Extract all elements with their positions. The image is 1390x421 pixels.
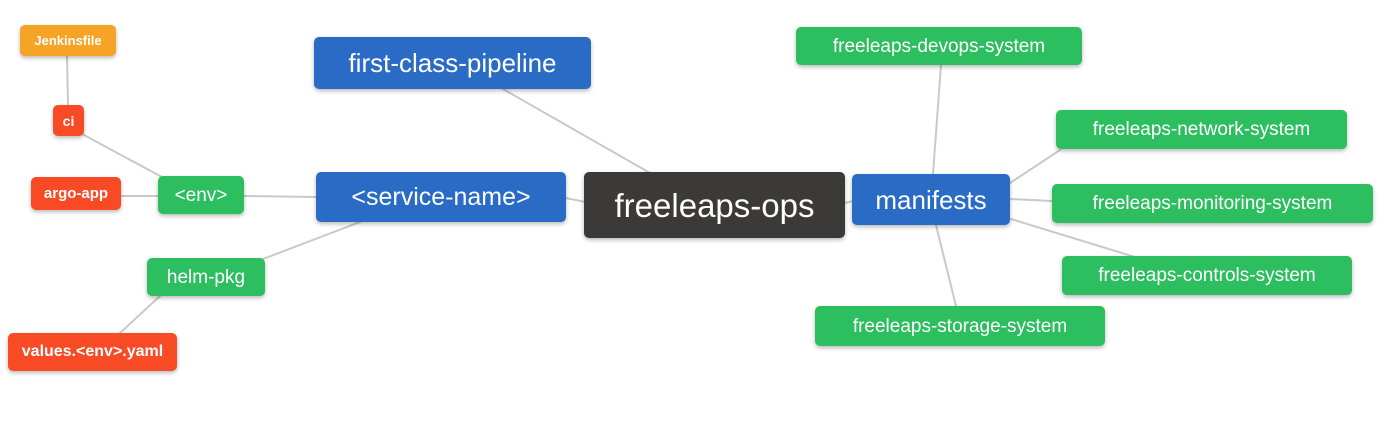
edge-env-to-service-name bbox=[243, 195, 317, 198]
node-values-env-yaml[interactable]: values.<env>.yaml bbox=[8, 333, 177, 371]
edge-manifests-to-freeleaps-storage-system bbox=[935, 224, 957, 307]
node-freeleaps-network-system[interactable]: freeleaps-network-system bbox=[1056, 110, 1347, 149]
node-freeleaps-controls-system[interactable]: freeleaps-controls-system bbox=[1062, 256, 1352, 295]
node-first-class-pipeline[interactable]: first-class-pipeline bbox=[314, 37, 591, 89]
node-helm-pkg[interactable]: helm-pkg bbox=[147, 258, 265, 296]
node-ci[interactable]: ci bbox=[53, 105, 84, 136]
node-freeleaps-devops-system[interactable]: freeleaps-devops-system bbox=[796, 27, 1082, 65]
edge-service-name-to-freeleaps-ops bbox=[565, 197, 586, 203]
edge-ci-to-env bbox=[81, 133, 163, 178]
node-freeleaps-ops[interactable]: freeleaps-ops bbox=[584, 172, 845, 238]
node-freeleaps-storage-system[interactable]: freeleaps-storage-system bbox=[815, 306, 1105, 346]
node-freeleaps-monitoring-system[interactable]: freeleaps-monitoring-system bbox=[1052, 184, 1373, 223]
node-jenkinsfile[interactable]: Jenkinsfile bbox=[20, 25, 116, 56]
edge-manifests-to-freeleaps-network-system bbox=[1009, 149, 1061, 184]
node-manifests[interactable]: manifests bbox=[852, 174, 1010, 225]
edge-helm-pkg-to-values-env-yaml bbox=[119, 295, 161, 334]
node-env[interactable]: <env> bbox=[158, 176, 244, 214]
node-service-name[interactable]: <service-name> bbox=[316, 172, 566, 222]
edge-manifests-to-freeleaps-controls-system bbox=[1010, 218, 1136, 258]
edge-freeleaps-ops-to-manifests bbox=[844, 200, 854, 204]
edge-service-name-to-helm-pkg bbox=[262, 221, 361, 260]
edge-first-class-pipeline-to-freeleaps-ops bbox=[502, 88, 651, 174]
node-argo-app[interactable]: argo-app bbox=[31, 177, 121, 210]
edge-jenkinsfile-to-ci bbox=[66, 55, 69, 106]
edge-manifests-to-freeleaps-devops-system bbox=[932, 64, 942, 175]
edge-manifests-to-freeleaps-monitoring-system bbox=[1009, 198, 1053, 202]
